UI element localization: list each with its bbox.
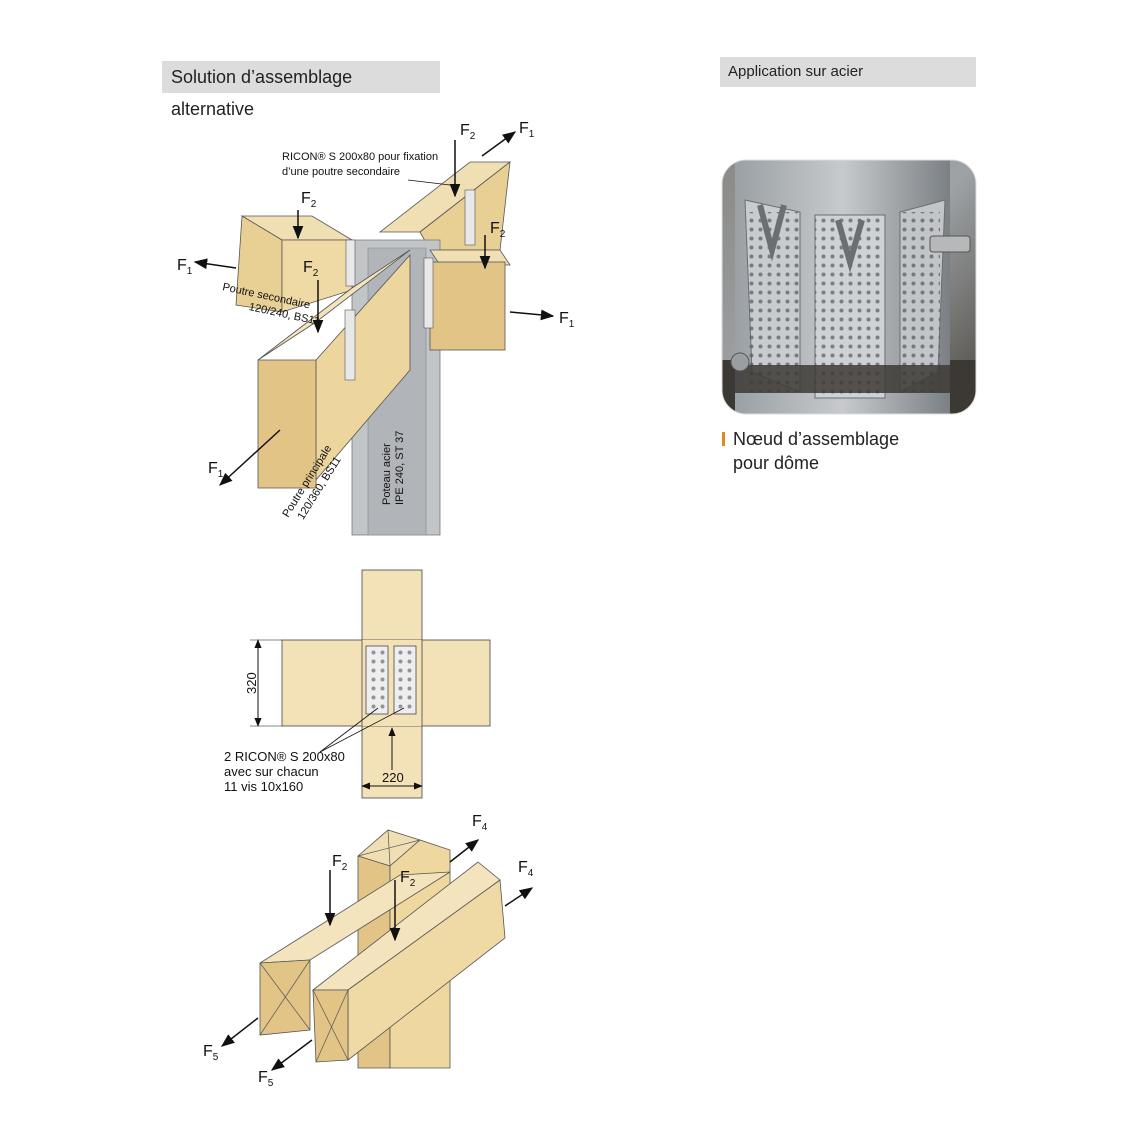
photo-caption-line2: pour dôme — [733, 453, 820, 473]
svg-text:F1: F1 — [559, 310, 575, 330]
connector-note-line2: d’une poutre secondaire — [282, 166, 400, 178]
svg-text:F1: F1 — [208, 460, 224, 480]
connector-plate — [344, 309, 356, 381]
photo-dome-node — [722, 160, 976, 414]
main-beam-top — [257, 249, 411, 361]
force-label-f1: F1 — [519, 120, 535, 140]
connector-plate — [345, 239, 356, 287]
svg-text:F1: F1 — [519, 120, 535, 140]
diagram-3d-crossing — [259, 829, 506, 1069]
svg-text:F4: F4 — [518, 859, 534, 879]
svg-text:F2: F2 — [490, 220, 506, 240]
svg-text:F2: F2 — [460, 122, 476, 142]
force-label-f5: F5 — [258, 1069, 274, 1089]
diagram-plan-view — [250, 569, 491, 799]
force-label-f2: F2 — [301, 190, 317, 210]
plan-note-line2: avec sur chacun — [224, 764, 319, 779]
caption-accent-bar — [722, 432, 725, 446]
force-label-f2: F2 — [332, 853, 348, 873]
connector-plate — [464, 189, 476, 246]
section-title-steel-application: Application sur acier — [720, 57, 976, 87]
column-label-line1: Poteau acier — [381, 443, 393, 505]
connector-note-line1: RICON® S 200x80 pour fixation — [282, 151, 438, 163]
svg-text:F5: F5 — [203, 1043, 219, 1063]
right-beam-end — [429, 261, 506, 351]
force-label-f2: F2 — [303, 259, 319, 279]
force-label-f1: F1 — [177, 257, 193, 277]
force-label-f2: F2 — [490, 220, 506, 240]
svg-text:F2: F2 — [400, 869, 416, 889]
column-label-line2: IPE 240, ST 37 — [394, 431, 406, 505]
force-label-f1: F1 — [559, 310, 575, 330]
force-label-f4: F4 — [472, 813, 488, 833]
force-label-f2: F2 — [400, 869, 416, 889]
svg-text:F1: F1 — [177, 257, 193, 277]
force-label-f5: F5 — [203, 1043, 219, 1063]
svg-text:F2: F2 — [301, 190, 317, 210]
force-label-f4: F4 — [518, 859, 534, 879]
plan-note-line1: 2 RICON® S 200x80 — [224, 749, 345, 764]
connector-plate — [423, 257, 434, 329]
section-title-alternative: Solution d’assemblage alternative — [162, 61, 440, 119]
photo-caption-line1: Nœud d’assemblage — [733, 429, 900, 449]
dimension-height-label: 320 — [244, 672, 259, 694]
force-label-f1: F1 — [208, 460, 224, 480]
main-beam-end — [257, 359, 317, 489]
dimension-width-label: 220 — [382, 770, 404, 785]
diagram-3d-connection — [235, 161, 512, 536]
svg-text:F5: F5 — [258, 1069, 274, 1089]
svg-text:F2: F2 — [332, 853, 348, 873]
svg-text:F4: F4 — [472, 813, 488, 833]
force-label-f2: F2 — [460, 122, 476, 142]
plan-note-line3: 11 vis 10x160 — [224, 779, 303, 794]
photo-caption: Nœud d’assemblage pour dôme — [722, 427, 972, 475]
svg-text:F2: F2 — [303, 259, 319, 279]
